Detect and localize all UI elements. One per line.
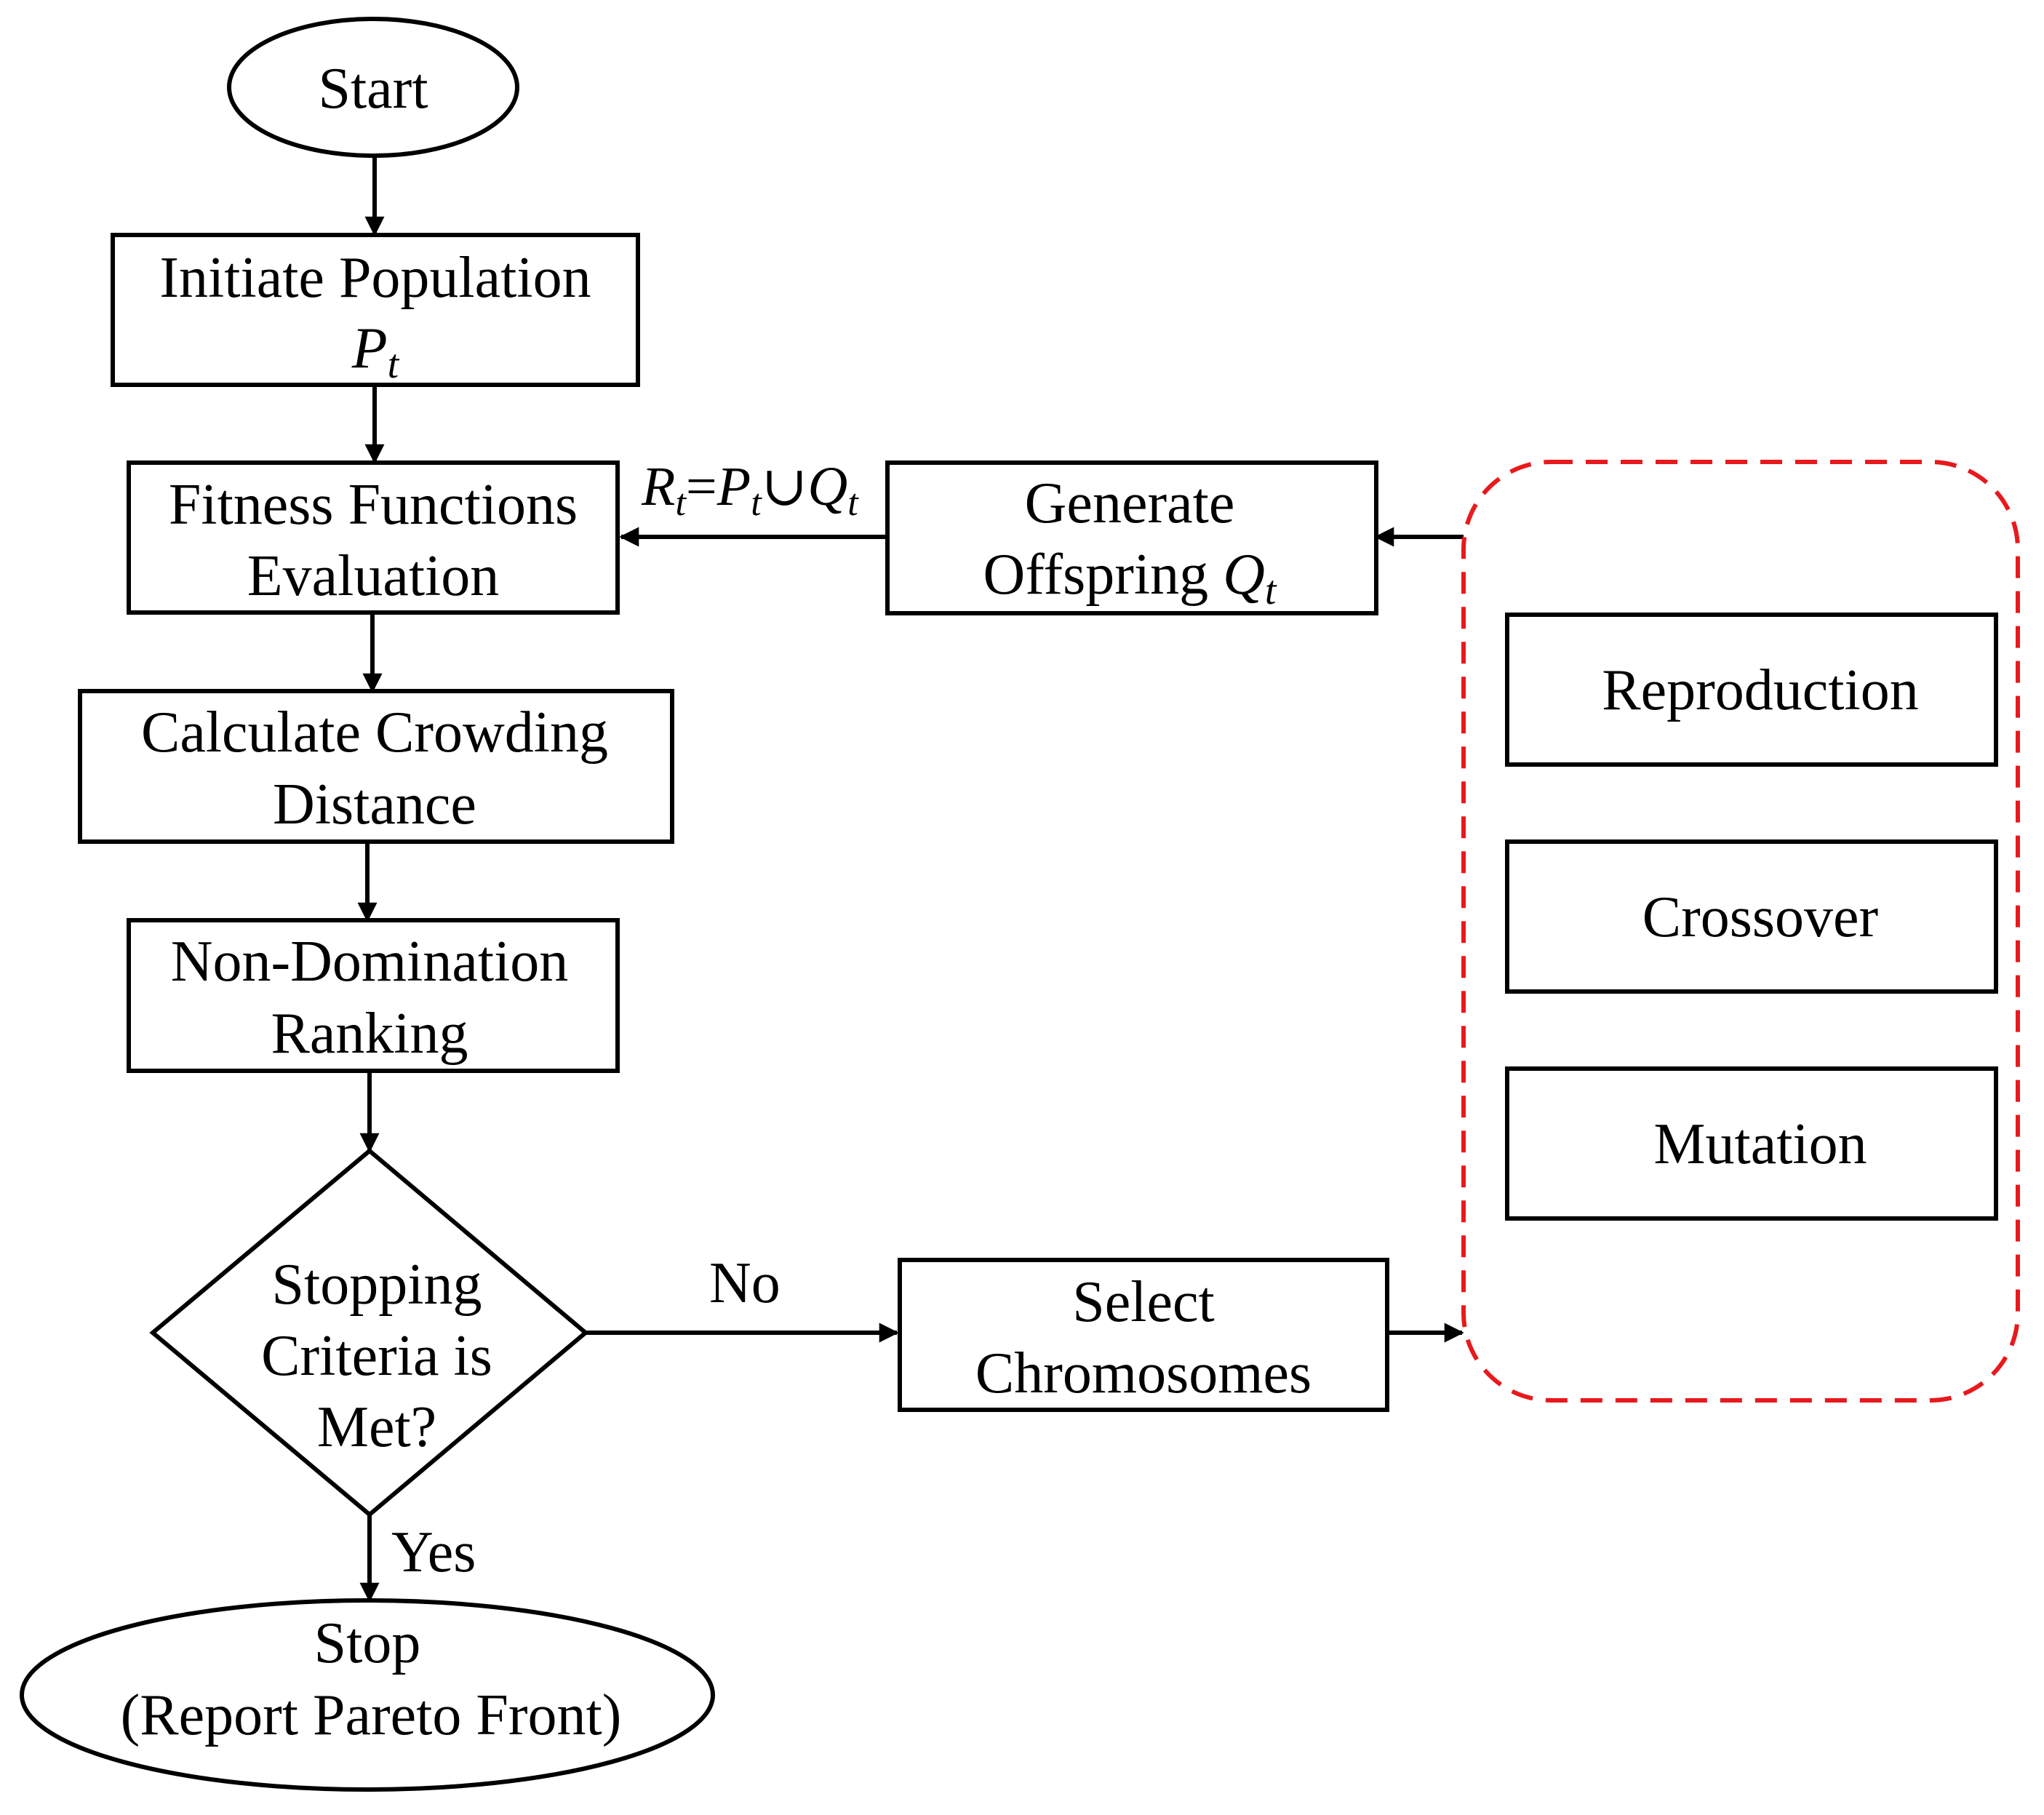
- reproduction-label: Reproduction: [1602, 658, 1918, 722]
- generate-offspring-line2: Offspring Qt: [983, 543, 1277, 613]
- non-domination-ranking-node: [127, 918, 620, 1073]
- non-domination-ranking-line2: Ranking: [271, 1002, 468, 1066]
- crowding-distance-node: [78, 689, 674, 844]
- mutation-label: Mutation: [1653, 1112, 1867, 1176]
- offspring-symbol-sub: t: [1265, 568, 1277, 613]
- fitness-evaluation-line1: Fitness Functions: [169, 473, 578, 537]
- crowding-distance-line2: Distance: [273, 773, 476, 837]
- generate-offspring-line1: Generate: [1025, 471, 1235, 535]
- stop-line1: Stop: [314, 1611, 421, 1675]
- fitness-evaluation-node: [127, 460, 620, 615]
- union-q-sub: t: [847, 482, 859, 524]
- stopping-criteria-decision: [149, 1148, 589, 1517]
- population-symbol-sub: t: [388, 342, 400, 387]
- fitness-evaluation-line2: Evaluation: [247, 544, 500, 608]
- union-p: P: [716, 456, 751, 517]
- initiate-population-label: Initiate Population: [159, 246, 591, 310]
- select-chromosomes-line1: Select: [1072, 1270, 1214, 1334]
- select-chromosomes-line2: Chromosomes: [975, 1341, 1312, 1405]
- decision-line2: Criteria is: [261, 1324, 492, 1388]
- yes-label: Yes: [391, 1520, 476, 1584]
- union-r: R: [641, 456, 675, 517]
- no-label: No: [709, 1251, 781, 1315]
- union-p-sub: t: [751, 482, 762, 524]
- stop-terminal: [20, 1598, 715, 1792]
- decision-line1: Stopping: [272, 1253, 482, 1317]
- crossover-node: [1505, 839, 1998, 994]
- population-symbol-p: P: [351, 316, 388, 380]
- union-formula: Rt=Pt∪Qt: [641, 456, 859, 524]
- reproduction-node: [1505, 613, 1998, 767]
- offspring-symbol-q: Q: [1223, 543, 1265, 607]
- genetic-operators-group: [1461, 460, 2020, 1403]
- stop-line2: (Report Pareto Front): [121, 1683, 622, 1747]
- union-q: Q: [807, 456, 847, 517]
- mutation-node: [1505, 1066, 1998, 1221]
- crowding-distance-line1: Calculate Crowding: [141, 701, 608, 765]
- start-terminal: [227, 17, 519, 158]
- union-cup: ∪: [762, 456, 808, 517]
- start-label: Start: [318, 57, 428, 121]
- select-chromosomes-node: [898, 1258, 1389, 1412]
- decision-line3: Met?: [317, 1395, 436, 1459]
- non-domination-ranking-line1: Non-Domination: [171, 930, 569, 994]
- generate-offspring-text: Offspring: [983, 543, 1223, 607]
- crossover-label: Crossover: [1642, 885, 1878, 949]
- union-r-sub: t: [675, 482, 687, 524]
- initiate-population-node: [111, 233, 640, 387]
- population-symbol: Pt: [351, 316, 400, 387]
- generate-offspring-node: [885, 460, 1378, 615]
- union-eq: =: [686, 456, 717, 517]
